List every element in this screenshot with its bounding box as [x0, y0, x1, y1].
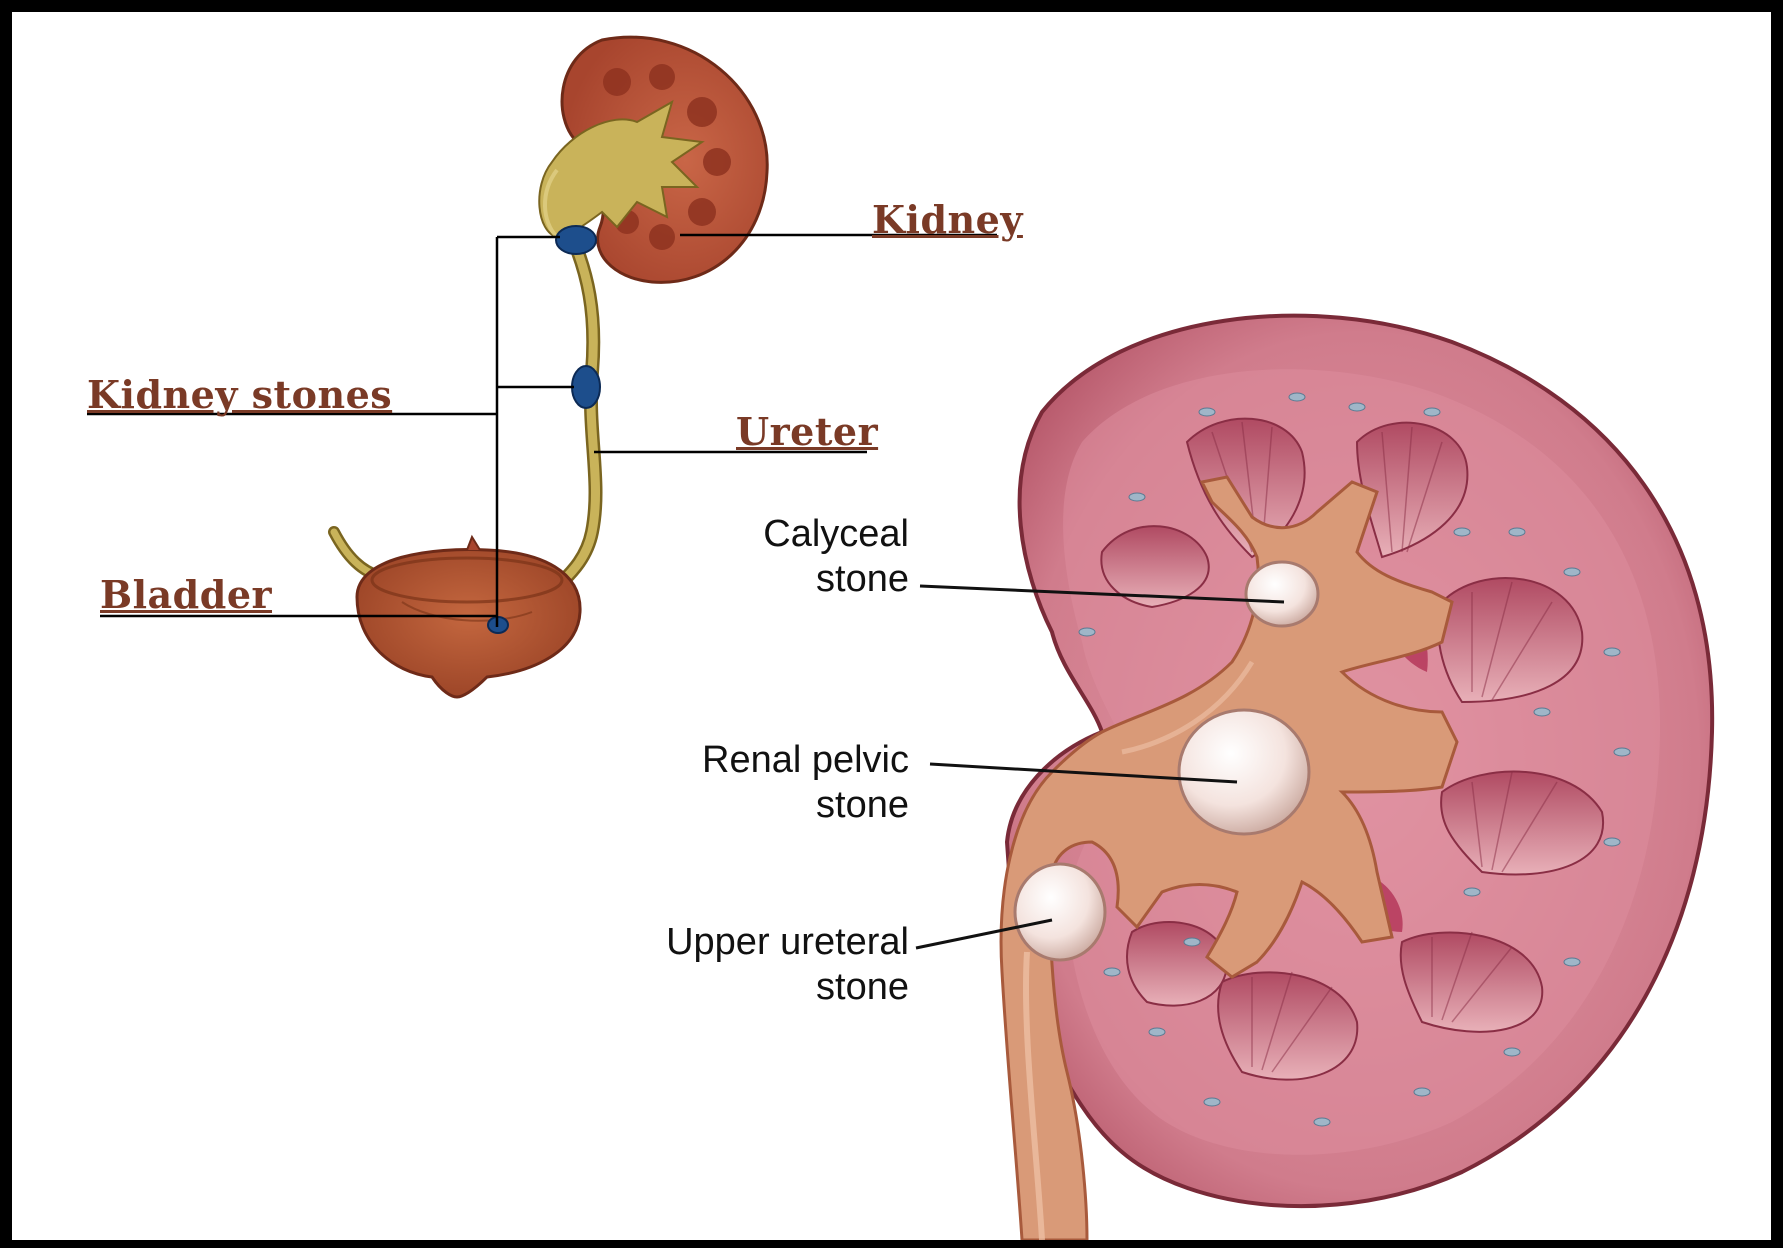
- label-calyceal-line1: Calyceal: [763, 512, 909, 557]
- label-ureter: Ureter: [736, 409, 878, 454]
- label-upper-ureteral-stone: Upper ureteral stone: [666, 920, 909, 1010]
- label-kidney: Kidney: [872, 197, 1023, 242]
- label-renal-line2: stone: [702, 783, 909, 828]
- label-upper-line2: stone: [666, 965, 909, 1010]
- label-upper-line1: Upper ureteral: [666, 920, 909, 965]
- label-kidney-stones: Kidney stones: [87, 372, 392, 417]
- label-renal-pelvic-stone: Renal pelvic stone: [702, 738, 909, 828]
- diagram-frame: Kidney Kidney stones Ureter Bladder Caly…: [12, 12, 1771, 1240]
- large-kidney: [1001, 316, 1712, 1240]
- label-renal-line1: Renal pelvic: [702, 738, 909, 783]
- label-bladder: Bladder: [100, 572, 272, 617]
- label-calyceal-stone: Calyceal stone: [763, 512, 909, 602]
- upper-ureteral-stone: [1015, 864, 1105, 960]
- renal-pelvic-stone: [1179, 710, 1309, 834]
- label-calyceal-line2: stone: [763, 557, 909, 602]
- calyceal-stone: [1246, 562, 1318, 626]
